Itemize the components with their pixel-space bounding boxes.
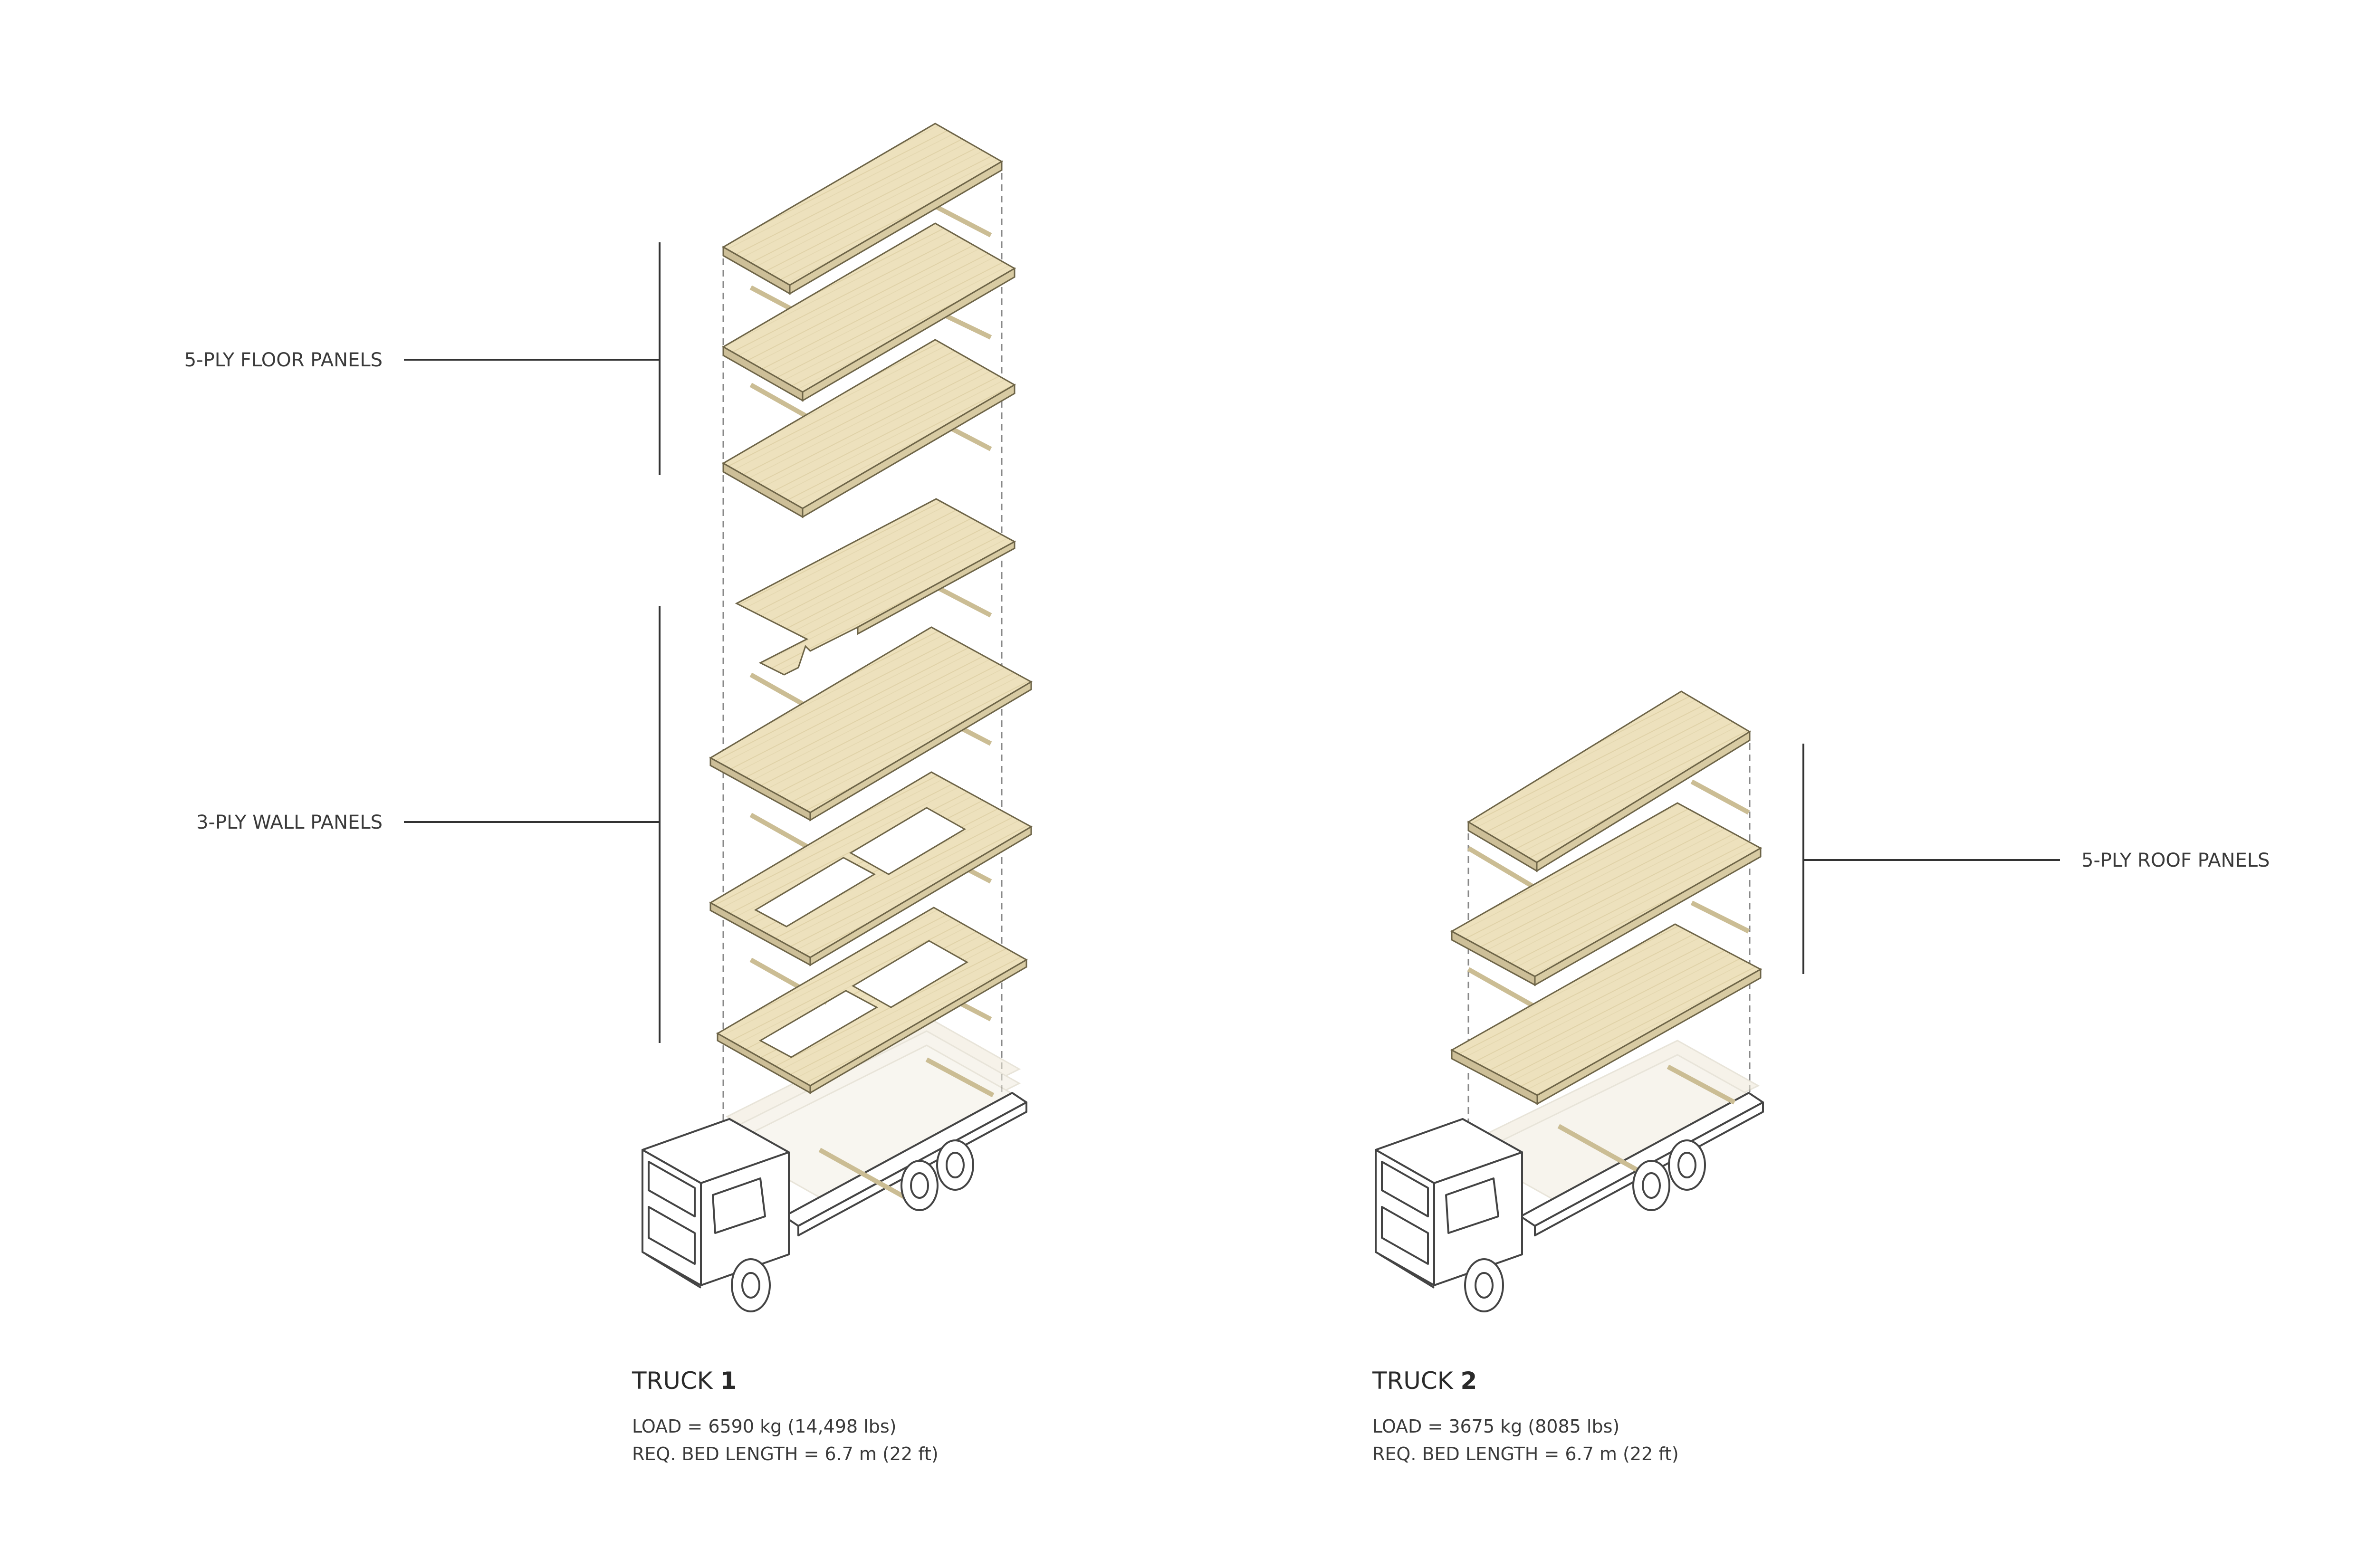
strap [925,1057,995,1098]
wall-panel [735,498,1016,676]
spacer [1690,779,1750,815]
strap [1557,1124,1641,1174]
roof-panel [1450,802,1763,1014]
truck-1-bed-length: REQ. BED LENGTH = 6.7 m (22 ft) [632,1444,939,1464]
side-window [712,1177,766,1234]
spacer [930,202,992,238]
strap [1667,1064,1736,1105]
wall-panel [709,626,1033,822]
roof-panel [1450,923,1763,1105]
truck-2-bed-length: REQ. BED LENGTH = 6.7 m (22 ft) [1372,1444,1679,1464]
grille [1381,1206,1429,1265]
roof-panels-label: 5-PLY ROOF PANELS [2081,850,2270,871]
spacer [1690,900,1750,934]
floor-panels-callout: 5-PLY FLOOR PANELS [184,242,661,475]
wall-panels-label: 3-PLY WALL PANELS [196,812,383,833]
truck-2-title: TRUCK 2 [1372,1367,1477,1395]
wall-panel-with-openings [709,771,1033,966]
truck-2-caption: TRUCK 2 LOAD = 3675 kg (8085 lbs) REQ. B… [1372,1367,1679,1464]
floor-panel [721,222,1016,402]
truck-2-number: 2 [1460,1367,1477,1395]
wall-panel-with-openings [716,907,1028,1094]
truck-1 [642,1057,1027,1312]
strap [818,1147,907,1200]
truck-1-stack [709,123,1033,1198]
windshield [648,1161,696,1217]
floor-panel [721,123,1004,295]
truck-2-load: LOAD = 3675 kg (8085 lbs) [1372,1416,1619,1437]
truck-1-title: TRUCK 1 [632,1367,737,1395]
spacer [930,582,992,618]
wall-panels-callout: 3-PLY WALL PANELS [196,606,661,1043]
roof-panels-callout: 5-PLY ROOF PANELS [1802,744,2270,974]
truck-1-caption: TRUCK 1 LOAD = 6590 kg (14,498 lbs) REQ.… [632,1367,939,1464]
truck-1-load: LOAD = 6590 kg (14,498 lbs) [632,1416,896,1437]
floor-panel [721,339,1016,518]
floor-panels-label: 5-PLY FLOOR PANELS [184,349,383,371]
side-window [1445,1177,1499,1234]
truck-2 [1375,1064,1764,1312]
roof-panel [1467,690,1751,896]
grille [648,1206,696,1265]
truck-1-number: 1 [720,1367,737,1395]
windshield [1381,1161,1429,1217]
